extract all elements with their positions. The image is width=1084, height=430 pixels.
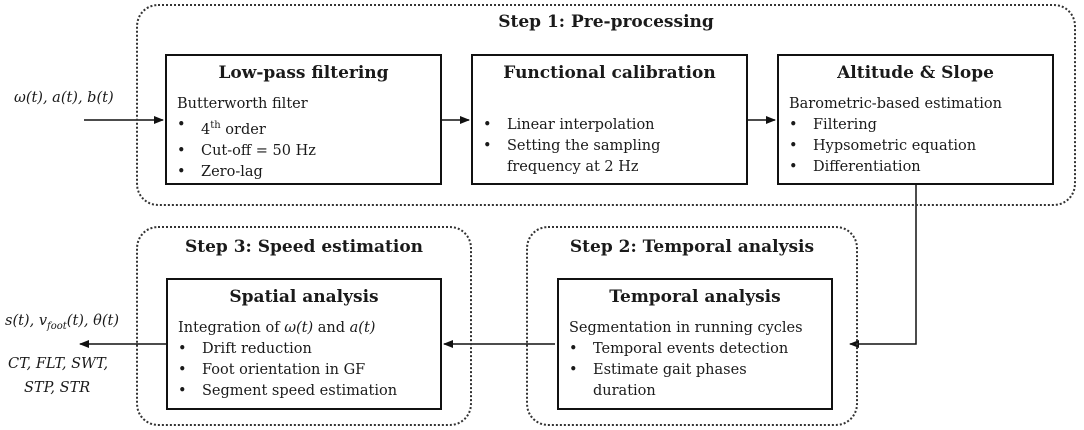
output-metrics-line2: STP, STR bbox=[24, 380, 91, 396]
calibration-item-sampling: •Setting the sampling bbox=[483, 138, 661, 154]
temporal-lead: Segmentation in running cycles bbox=[569, 320, 803, 336]
altitude-box: Altitude & Slope Barometric-based estima… bbox=[777, 54, 1054, 185]
spatial-box: Spatial analysis Integration of ω(t) and… bbox=[166, 278, 442, 410]
step2-title: Step 2: Temporal analysis bbox=[569, 237, 815, 257]
altitude-lead: Barometric-based estimation bbox=[789, 96, 1002, 112]
calibration-item-sampling-cont: frequency at 2 Hz bbox=[507, 159, 639, 175]
calibration-item-interp: •Linear interpolation bbox=[483, 117, 655, 133]
step1-title: Step 1: Pre-processing bbox=[498, 12, 714, 32]
spatial-item-speed: •Segment speed estimation bbox=[178, 383, 398, 399]
altitude-item-filtering: •Filtering bbox=[789, 117, 877, 133]
temporal-item-phases: •Estimate gait phases bbox=[569, 362, 747, 378]
calibration-title: Functional calibration bbox=[503, 63, 716, 83]
lowpass-item-order: •4th order bbox=[177, 117, 266, 138]
spatial-title: Spatial analysis bbox=[229, 287, 379, 307]
output-metrics-line1: CT, FLT, SWT, bbox=[8, 356, 109, 372]
order-superscript: th bbox=[210, 120, 221, 131]
calibration-box: Functional calibration •Linear interpola… bbox=[471, 54, 748, 185]
altitude-item-differentiation: •Differentiation bbox=[789, 159, 921, 175]
temporal-box: Temporal analysis Segmentation in runnin… bbox=[557, 278, 833, 410]
temporal-item-events: •Temporal events detection bbox=[569, 341, 789, 357]
output-v-rest: (t), θ(t) bbox=[66, 313, 120, 329]
lowpass-box: Low-pass filtering Butterworth filter •4… bbox=[165, 54, 442, 185]
output-v-subscript: foot bbox=[47, 320, 67, 332]
temporal-item-phases-cont: duration bbox=[593, 383, 656, 399]
arrow-altitude-to-temporal bbox=[849, 185, 917, 348]
spatial-lead: Integration of ω(t) and a(t) bbox=[178, 320, 376, 336]
output-signals-label: s(t), vfoot(t), θ(t) bbox=[5, 313, 119, 332]
step2-group: Step 2: Temporal analysis bbox=[526, 226, 858, 426]
spatial-item-drift: •Drift reduction bbox=[178, 341, 312, 357]
step3-group: Step 3: Speed estimation bbox=[136, 226, 472, 426]
output-v: v bbox=[38, 313, 48, 329]
altitude-item-hypsometric: •Hypsometric equation bbox=[789, 138, 977, 154]
lowpass-item-cutoff: •Cut-off = 50 Hz bbox=[177, 142, 316, 159]
temporal-title: Temporal analysis bbox=[609, 287, 781, 307]
lowpass-item-zerolag: •Zero-lag bbox=[177, 163, 263, 180]
input-signals-label: ω(t), a(t), b(t) bbox=[14, 90, 114, 106]
altitude-title: Altitude & Slope bbox=[837, 63, 994, 83]
spatial-item-orientation: •Foot orientation in GF bbox=[178, 362, 366, 378]
output-s: s(t), bbox=[5, 313, 39, 329]
lowpass-lead: Butterworth filter bbox=[177, 96, 308, 112]
step1-group: Step 1: Pre-processing bbox=[136, 4, 1076, 206]
step3-title: Step 3: Speed estimation bbox=[184, 237, 424, 257]
lowpass-title: Low-pass filtering bbox=[218, 63, 389, 83]
